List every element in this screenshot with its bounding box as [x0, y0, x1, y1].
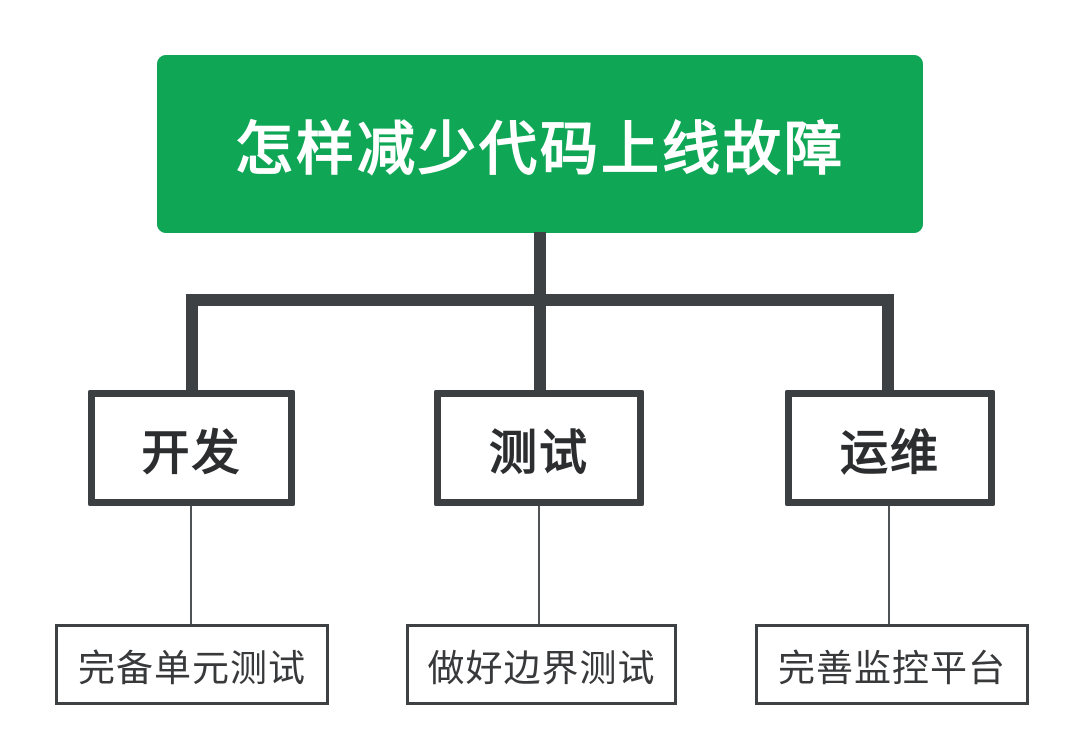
connector-thin-ops — [888, 506, 890, 625]
connector-thin-dev — [190, 506, 192, 625]
branch-node-dev-label: 开发 — [141, 427, 242, 480]
root-node: 怎样减少代码上线故障 — [157, 55, 923, 233]
connector-drop-ops — [882, 300, 894, 393]
branch-node-ops-label: 运维 — [839, 427, 940, 480]
leaf-node-monitoring-platform-label: 完善监控平台 — [778, 647, 1006, 689]
root-node-label: 怎样减少代码上线故障 — [234, 117, 845, 182]
leaf-node-unit-test: 完备单元测试 — [55, 624, 329, 705]
branch-node-test-label: 测试 — [488, 427, 589, 480]
connector-drop-test — [534, 300, 546, 393]
connector-thin-test — [538, 506, 540, 625]
branch-node-test: 测试 — [434, 390, 644, 506]
leaf-node-unit-test-label: 完备单元测试 — [78, 647, 306, 689]
branch-node-dev: 开发 — [88, 390, 295, 506]
leaf-node-monitoring-platform: 完善监控平台 — [755, 624, 1029, 705]
branch-node-ops: 运维 — [785, 390, 995, 506]
leaf-node-boundary-test: 做好边界测试 — [406, 624, 677, 705]
connector-drop-dev — [186, 300, 198, 393]
leaf-node-boundary-test-label: 做好边界测试 — [427, 647, 656, 689]
connector-root-stem — [534, 232, 546, 302]
